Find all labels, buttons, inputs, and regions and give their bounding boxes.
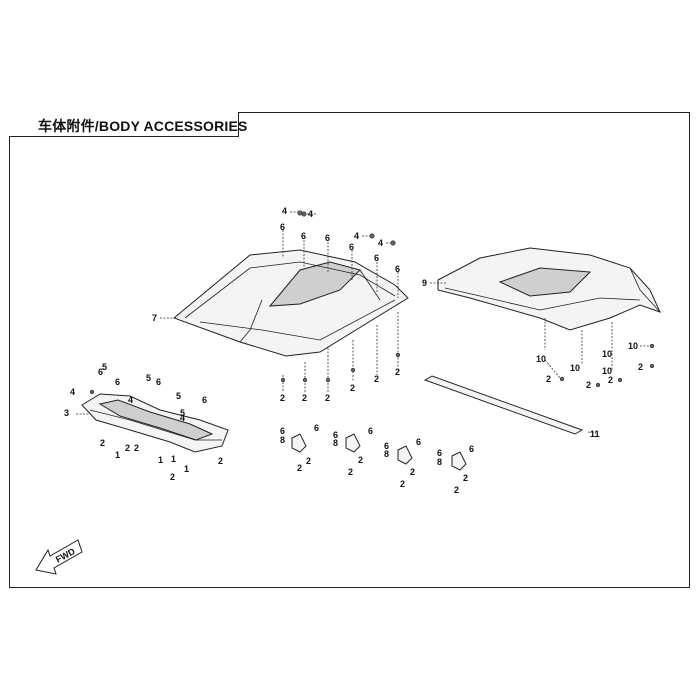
callout-2: 2 <box>325 393 330 403</box>
callout-6: 6 <box>333 430 338 440</box>
callout-2: 2 <box>100 438 105 448</box>
callout-4: 4 <box>282 206 287 216</box>
callout-4: 4 <box>354 231 359 241</box>
callout-2: 2 <box>302 393 307 403</box>
callout-1: 1 <box>171 454 176 464</box>
callout-6: 6 <box>374 253 379 263</box>
seal-callouts: 11 <box>590 429 600 439</box>
callout-5: 5 <box>102 362 107 372</box>
callout-7: 7 <box>152 313 157 323</box>
callout-6: 6 <box>395 264 400 274</box>
frame-bar-callouts: 3 4 4 4 5 5 5 5 6 6 6 6 1 1 1 1 2 2 2 2 … <box>64 362 223 482</box>
callout-2: 2 <box>306 456 311 466</box>
callout-6: 6 <box>115 377 120 387</box>
callout-6: 6 <box>325 233 330 243</box>
callout-9: 9 <box>422 278 427 288</box>
leader-lines <box>76 211 650 434</box>
rear-roof-callouts: 9 10 10 10 10 10 2 2 2 2 <box>422 278 643 390</box>
callout-2: 2 <box>350 383 355 393</box>
bolts <box>89 210 655 395</box>
callout-1: 1 <box>184 464 189 474</box>
callout-2: 2 <box>410 467 415 477</box>
callout-6: 6 <box>98 367 103 377</box>
callout-6: 6 <box>416 437 421 447</box>
callout-10: 10 <box>570 363 580 373</box>
drawing-frame <box>9 112 690 588</box>
callout-6: 6 <box>384 441 389 451</box>
callout-1: 1 <box>158 455 163 465</box>
rear-roof-panel <box>437 247 661 331</box>
callout-2: 2 <box>297 463 302 473</box>
callout-4: 4 <box>378 238 383 248</box>
callout-8: 8 <box>384 449 389 459</box>
callout-8: 8 <box>333 438 338 448</box>
callout-2: 2 <box>170 472 175 482</box>
callout-5: 5 <box>180 408 185 418</box>
title-box <box>9 112 239 137</box>
callout-2: 2 <box>546 374 551 384</box>
callout-4: 4 <box>180 413 185 423</box>
callout-4: 4 <box>128 395 133 405</box>
callout-6: 6 <box>280 222 285 232</box>
callout-10: 10 <box>628 341 638 351</box>
front-frame-bar <box>81 393 229 453</box>
callout-4: 4 <box>70 387 75 397</box>
clip-1-callouts: 6 8 6 2 2 <box>280 423 319 473</box>
callout-2: 2 <box>374 374 379 384</box>
callout-11: 11 <box>590 429 600 439</box>
mount-clip-3 <box>397 445 413 465</box>
callout-2: 2 <box>134 443 139 453</box>
callout-6: 6 <box>349 242 354 252</box>
mount-clip-2 <box>345 433 361 453</box>
front-roof-panel <box>173 249 409 357</box>
callout-4: 4 <box>308 209 313 219</box>
callout-6: 6 <box>314 423 319 433</box>
callout-2: 2 <box>463 473 468 483</box>
callout-5: 5 <box>146 373 151 383</box>
callout-10: 10 <box>536 354 546 364</box>
seal-strip <box>423 375 584 435</box>
callout-2: 2 <box>358 455 363 465</box>
fwd-arrow-icon: FWD <box>35 539 83 575</box>
callout-1: 1 <box>115 450 120 460</box>
callout-8: 8 <box>437 457 442 467</box>
callout-6: 6 <box>301 231 306 241</box>
callout-6: 6 <box>280 426 285 436</box>
mount-clip-4 <box>451 451 467 471</box>
callout-2: 2 <box>586 380 591 390</box>
clip-2-callouts: 6 8 6 2 2 <box>333 426 373 477</box>
front-roof-callouts: 4 4 4 4 6 6 6 6 6 6 7 2 2 2 2 2 2 <box>152 206 400 403</box>
callout-10: 10 <box>602 366 612 376</box>
callout-2: 2 <box>608 375 613 385</box>
clip-3-callouts: 6 8 6 2 2 <box>384 437 421 489</box>
callout-5: 5 <box>176 391 181 401</box>
callout-6: 6 <box>469 444 474 454</box>
callout-2: 2 <box>125 443 130 453</box>
callout-6: 6 <box>437 448 442 458</box>
mount-clip-1 <box>291 433 307 453</box>
callout-6: 6 <box>156 377 161 387</box>
callout-2: 2 <box>218 456 223 466</box>
callout-10: 10 <box>602 349 612 359</box>
callout-2: 2 <box>454 485 459 495</box>
callout-2: 2 <box>280 393 285 403</box>
callout-2: 2 <box>400 479 405 489</box>
callout-6: 6 <box>202 395 207 405</box>
callout-2: 2 <box>348 467 353 477</box>
clip-4-callouts: 6 8 6 2 2 <box>437 444 474 495</box>
callout-3: 3 <box>64 408 69 418</box>
callout-8: 8 <box>280 435 285 445</box>
callout-2: 2 <box>638 362 643 372</box>
page-title: 车体附件/BODY ACCESSORIES <box>38 118 248 134</box>
callout-6: 6 <box>368 426 373 436</box>
callout-2: 2 <box>395 367 400 377</box>
